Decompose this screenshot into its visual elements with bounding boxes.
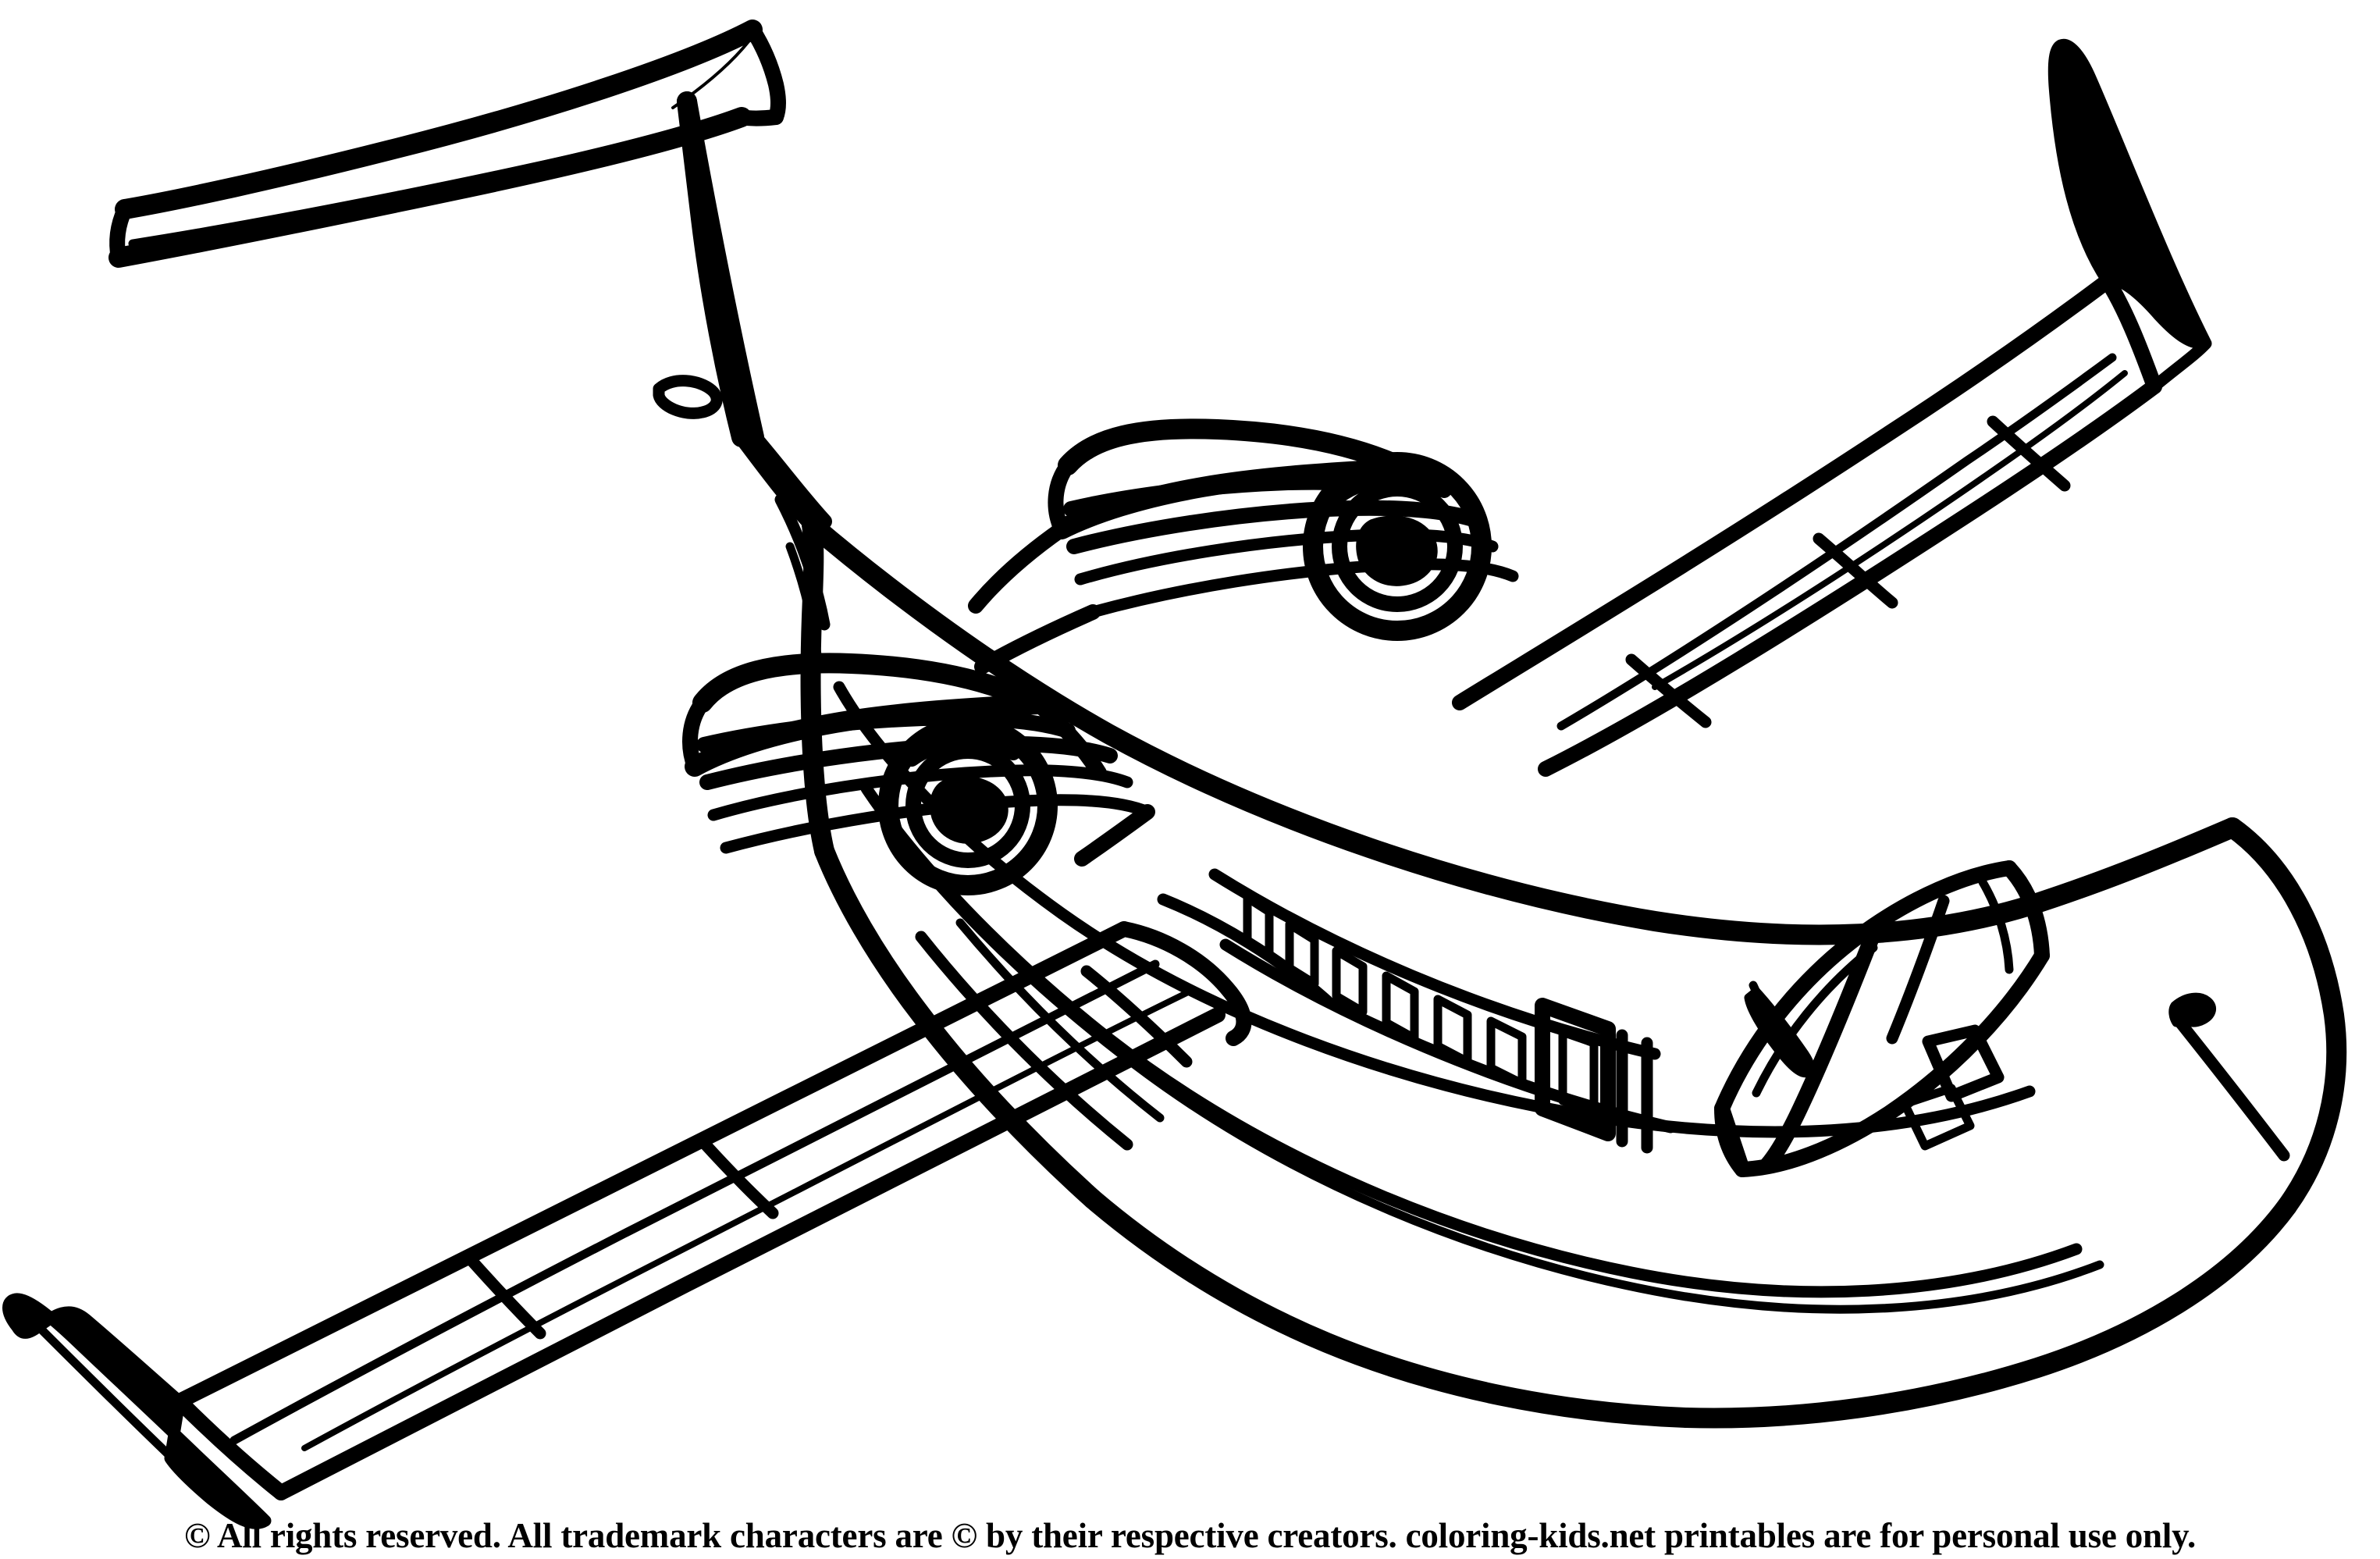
cabin-door	[1535, 998, 1653, 1154]
horizontal-stabilizer	[109, 20, 786, 268]
fin-fuselage-blend	[774, 493, 831, 665]
cockpit-windshield	[1714, 860, 2050, 1177]
footer-credit-text: © All rights reserved. All trademark cha…	[183, 1515, 2196, 1555]
vertical-stabilizer	[653, 91, 832, 532]
fuselage	[800, 514, 2347, 1429]
right-winglet	[2047, 38, 2212, 393]
lower-engine-nacelle	[682, 653, 1155, 895]
left-wing	[172, 921, 1226, 1500]
left-winglet	[2, 1293, 272, 1529]
aft-fuselage-detail	[915, 918, 1165, 1151]
nose-antenna	[2168, 992, 2290, 1162]
upper-engine-nacelle	[968, 418, 1519, 674]
right-wing	[1452, 273, 2162, 777]
